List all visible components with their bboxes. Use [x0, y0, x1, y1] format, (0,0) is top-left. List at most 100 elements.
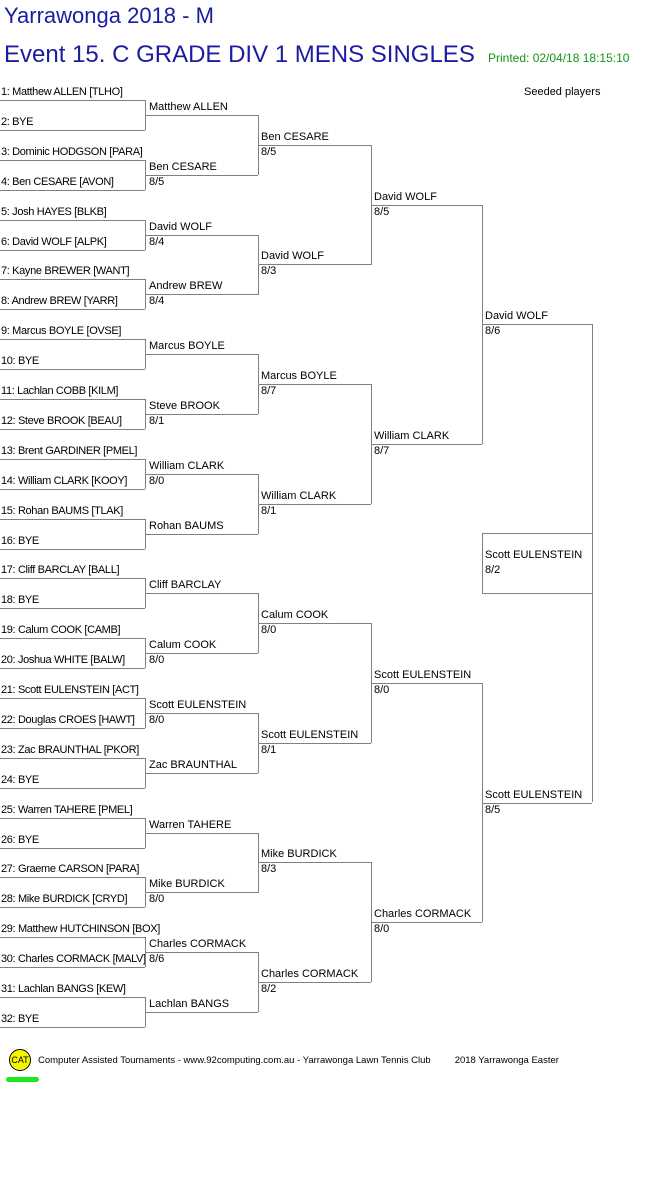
match-line	[371, 922, 482, 923]
match-winner: William CLARK	[261, 490, 337, 502]
entrant-name: 3: Dominic HODGSON [PARA]	[1, 146, 143, 158]
match-line	[145, 892, 258, 893]
entrant-name: 17: Cliff BARCLAY [BALL]	[1, 564, 120, 576]
match-line	[371, 683, 482, 684]
final-box	[482, 533, 593, 594]
match-score: 8/7	[374, 445, 390, 457]
entry-line	[0, 638, 145, 639]
event-title: Event 15. C GRADE DIV 1 MENS SINGLES	[4, 41, 475, 68]
entry-line	[0, 190, 145, 191]
entry-line	[0, 489, 145, 490]
entrant-name: 12: Steve BROOK [BEAU]	[1, 415, 122, 427]
match-line	[145, 1012, 258, 1013]
match-line	[258, 743, 371, 744]
entrant-name: 5: Josh HAYES [BLKB]	[1, 206, 107, 218]
match-winner: David WOLF	[374, 191, 437, 203]
match-line	[145, 414, 258, 415]
match-winner: Marcus BOYLE	[261, 370, 337, 382]
match-line	[258, 504, 371, 505]
match-line	[258, 145, 371, 146]
entry-line	[0, 369, 145, 370]
entrant-name: 29: Matthew HUTCHINSON [BOX]	[1, 923, 160, 935]
entry-line	[0, 698, 145, 699]
match-score: 8/2	[261, 983, 277, 995]
match-line	[145, 175, 258, 176]
match-winner: Matthew ALLEN	[149, 101, 228, 113]
entry-line	[0, 339, 145, 340]
match-winner: Zac BRAUNTHAL	[149, 759, 238, 771]
match-line	[258, 264, 371, 265]
match-line	[145, 474, 258, 475]
match-line	[145, 534, 258, 535]
match-winner: Charles CORMACK	[374, 908, 472, 920]
match-winner: Scott EULENSTEIN	[374, 669, 472, 681]
entrant-name: 2: BYE	[1, 116, 34, 128]
entrant-name: 15: Rohan BAUMS [TLAK]	[1, 505, 123, 517]
entrant-name: 7: Kayne BREWER [WANT]	[1, 265, 130, 277]
entry-line	[0, 758, 145, 759]
entrant-name: 21: Scott EULENSTEIN [ACT]	[1, 684, 139, 696]
match-line	[145, 593, 258, 594]
match-winner: Mike BURDICK	[149, 878, 225, 890]
tournament-title: Yarrawonga 2018 - M	[4, 3, 214, 28]
match-score: 8/5	[485, 804, 501, 816]
entrant-name: 16: BYE	[1, 535, 39, 547]
entrant-name: 26: BYE	[1, 834, 39, 846]
match-winner: Lachlan BANGS	[149, 998, 230, 1010]
match-line	[145, 354, 258, 355]
match-line	[371, 205, 482, 206]
bracket-connector	[258, 235, 259, 295]
match-score: 8/6	[149, 953, 165, 965]
match-winner: Marcus BOYLE	[149, 340, 225, 352]
match-winner: Scott EULENSTEIN	[485, 789, 583, 801]
entrant-name: 22: Douglas CROES [HAWT]	[1, 714, 135, 726]
entrant-name: 23: Zac BRAUNTHAL [PKOR]	[1, 744, 139, 756]
entry-line	[0, 549, 145, 550]
match-score: 8/0	[149, 475, 165, 487]
entrant-name: 8: Andrew BREW [YARR]	[1, 295, 118, 307]
match-line	[258, 982, 371, 983]
match-score: 8/3	[261, 863, 277, 875]
entrant-name: 30: Charles CORMACK [MALV]	[1, 953, 146, 965]
entry-line	[0, 459, 145, 460]
entry-line	[0, 848, 145, 849]
match-line	[145, 833, 258, 834]
printed-timestamp: Printed: 02/04/18 18:15:10	[488, 51, 630, 65]
entrant-name: 27: Graeme CARSON [PARA]	[1, 863, 140, 875]
match-winner: Warren TAHERE	[149, 819, 232, 831]
match-winner: Scott EULENSTEIN	[149, 699, 247, 711]
match-winner: Ben CESARE	[261, 131, 329, 143]
match-score: 8/1	[149, 415, 165, 427]
entry-line	[0, 250, 145, 251]
entry-line	[0, 907, 145, 908]
match-line	[145, 773, 258, 774]
seeded-players-label: Seeded players	[524, 86, 601, 98]
match-score: 8/6	[485, 325, 501, 337]
entry-line	[0, 279, 145, 280]
match-line	[258, 384, 371, 385]
match-score: 8/4	[149, 236, 165, 248]
entry-line	[0, 578, 145, 579]
match-line	[145, 235, 258, 236]
match-winner: Cliff BARCLAY	[149, 579, 222, 591]
entry-line	[0, 937, 145, 938]
match-score: 8/0	[149, 893, 165, 905]
entrant-name: 11: Lachlan COBB [KILM]	[1, 385, 119, 397]
cat-logo-icon: CAT	[9, 1049, 31, 1071]
entry-line	[0, 220, 145, 221]
match-winner: Ben CESARE	[149, 161, 217, 173]
match-winner: Andrew BREW	[149, 280, 223, 292]
match-winner: Charles CORMACK	[149, 938, 247, 950]
match-line	[371, 444, 482, 445]
match-score: 8/0	[374, 684, 390, 696]
logo-underline	[6, 1077, 39, 1082]
entrant-name: 18: BYE	[1, 594, 39, 606]
entry-line	[0, 818, 145, 819]
match-line	[482, 324, 592, 325]
match-winner: David WOLF	[485, 310, 548, 322]
entry-line	[0, 519, 145, 520]
match-winner: Scott EULENSTEIN	[261, 729, 359, 741]
entrant-name: 10: BYE	[1, 355, 39, 367]
entrant-name: 25: Warren TAHERE [PMEL]	[1, 804, 133, 816]
entrant-name: 32: BYE	[1, 1013, 39, 1025]
